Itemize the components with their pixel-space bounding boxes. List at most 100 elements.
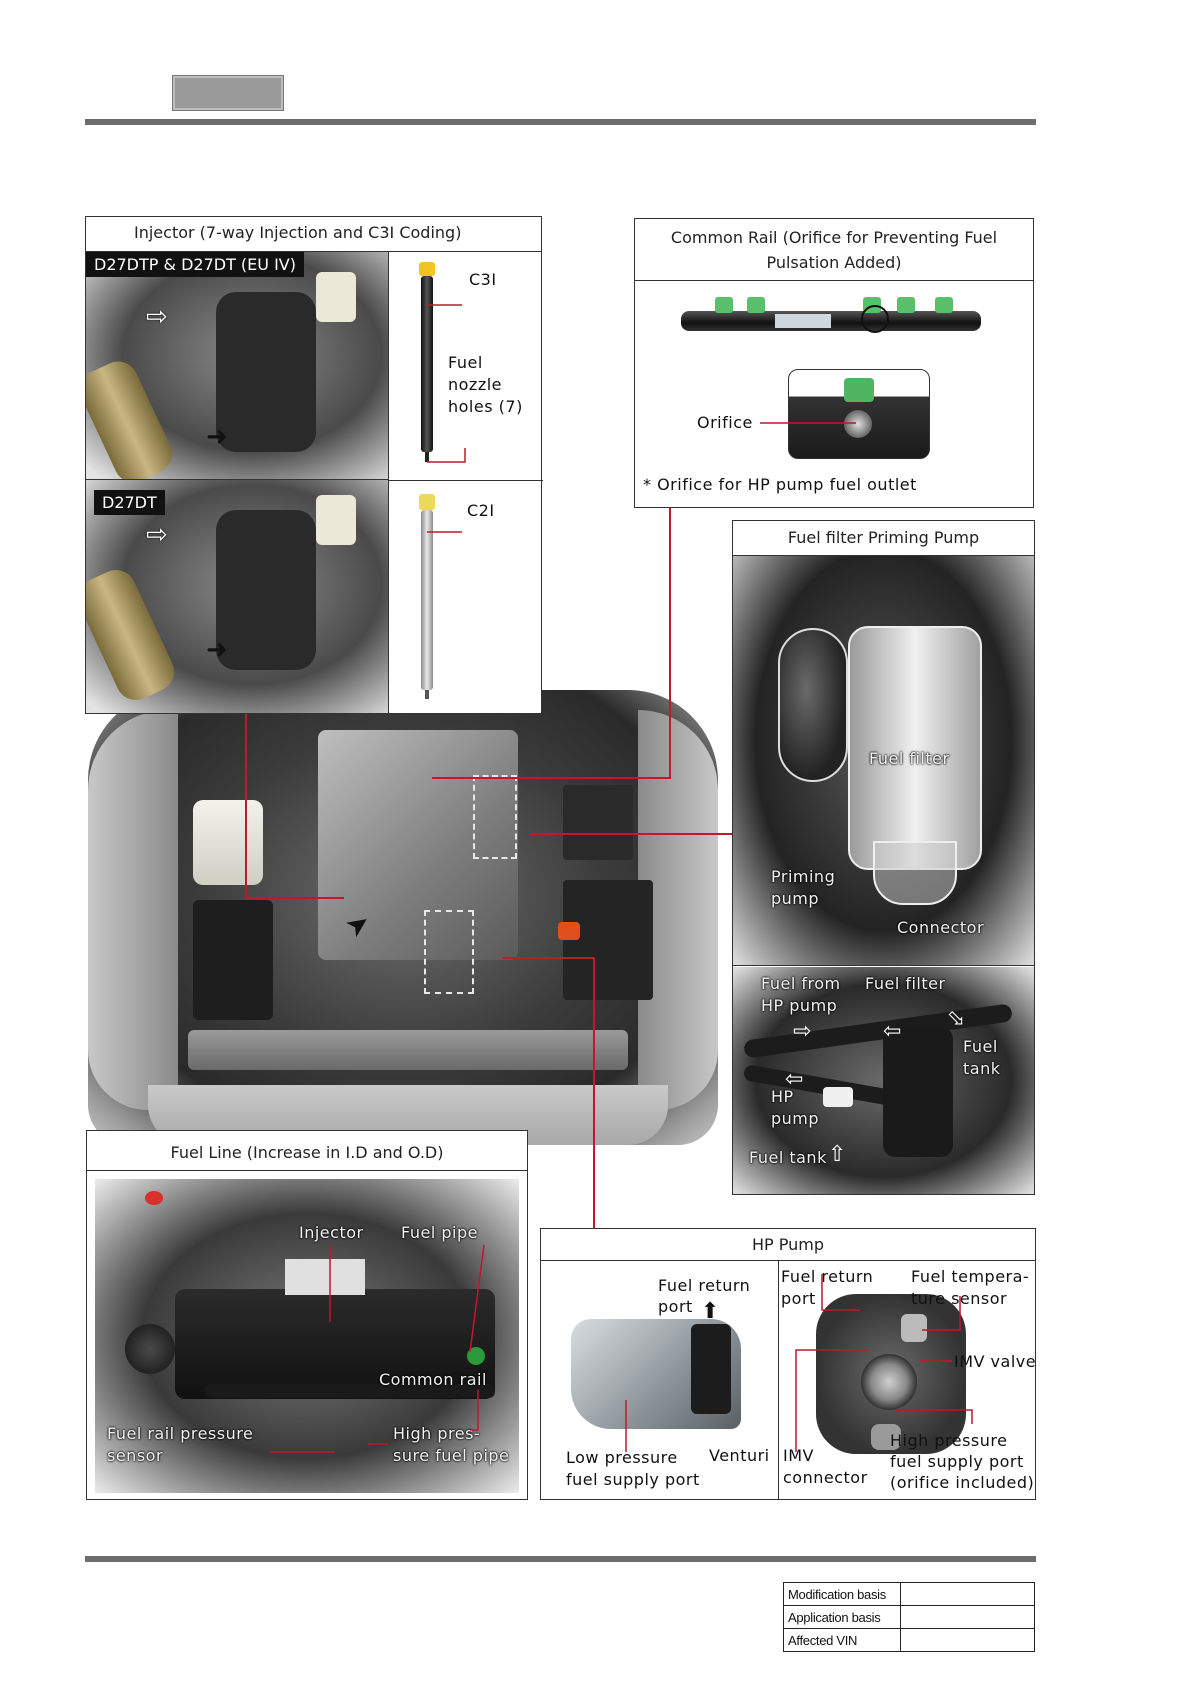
injector-body: [421, 276, 433, 452]
injector-photo-b: ⇨ ➜: [86, 480, 389, 713]
revision-row: Affected VIN: [783, 1628, 1035, 1652]
pipe-a: [86, 354, 179, 479]
hp-pump-highlight: [424, 910, 474, 994]
battery: [563, 880, 653, 1000]
common-rail-panel: Common Rail (Orifice for Preventing Fuel…: [634, 218, 1034, 508]
pipe-b: [86, 563, 181, 707]
zoom-port: [844, 378, 874, 402]
fuel-filter-title: Fuel filter Priming Pump: [733, 521, 1034, 556]
injector-panel-title: Injector (7-way Injection and C3I Coding…: [86, 217, 541, 252]
connector-b: [316, 495, 356, 545]
green-port: [467, 1347, 485, 1365]
priming-label-1: Priming: [771, 867, 836, 886]
revision-table: Modification basis Application basis Aff…: [783, 1582, 1035, 1652]
header-rule: [85, 119, 1036, 125]
rail-port: [897, 297, 915, 313]
injector-cap: [419, 494, 435, 510]
imv-valve-label: IMV valve: [954, 1352, 1037, 1371]
hp-pump-label-1: HP: [771, 1087, 794, 1106]
fuel-line-panel: Fuel Line (Increase in I.D and O.D) Inje…: [86, 1130, 528, 1500]
return-port-b-label-2: port: [781, 1289, 816, 1308]
engine-cover: [175, 1289, 495, 1399]
section-tab: [172, 75, 284, 111]
harness-a: [216, 292, 316, 452]
flow-arrow-icon: ⇨: [793, 1019, 812, 1044]
rail-bar: [205, 1384, 495, 1398]
arrow-up-icon: ⬆: [701, 1299, 720, 1324]
priming-label-2: pump: [771, 889, 820, 908]
dipstick-cap: [145, 1191, 163, 1205]
injector-panel: Injector (7-way Injection and C3I Coding…: [85, 216, 543, 714]
fuel-filter-label: Fuel filter: [869, 749, 950, 768]
revision-value: [900, 1582, 1035, 1606]
fuel-from-label-1: Fuel from: [761, 974, 841, 993]
arrow-right-icon: ⇨: [146, 520, 168, 550]
footer-rule: [85, 1556, 1036, 1562]
hp-pump-divider: [778, 1261, 779, 1499]
low-pressure-label-2: fuel supply port: [566, 1470, 700, 1489]
fuel-hose: [742, 1064, 894, 1106]
flow-arrow-icon: ⇧: [828, 1142, 847, 1167]
common-rail-bar: [681, 311, 981, 331]
nozzle-label-1: Fuel: [448, 353, 483, 372]
return-port-b-label-1: Fuel return: [781, 1267, 874, 1286]
rail-label-plate: [775, 314, 831, 328]
fuel-pipe-label: Fuel pipe: [401, 1223, 478, 1242]
flow-arrow-icon: ⇦: [883, 1019, 902, 1044]
label-plate: [285, 1259, 365, 1295]
revision-value: [900, 1628, 1035, 1652]
rail-sensor-label-1: Fuel rail pressure: [107, 1424, 254, 1443]
hood-left: [88, 710, 178, 1110]
fuel-tank-label-1b: tank: [963, 1059, 1001, 1078]
rail-port: [935, 297, 953, 313]
injector-label: Injector: [299, 1223, 364, 1242]
nozzle-label-3: holes (7): [448, 397, 523, 416]
imv-connector-label-2: connector: [783, 1468, 868, 1487]
injector-cap: [419, 262, 435, 276]
harness-b: [216, 510, 316, 670]
filter-bowl: [873, 841, 957, 905]
radiator-support: [188, 1030, 628, 1070]
high-pressure-label-1: High pressure: [890, 1431, 1008, 1450]
orifice-label: Orifice: [697, 413, 753, 432]
revision-label: Modification basis: [783, 1582, 901, 1606]
hp-port: [871, 1424, 901, 1450]
common-rail-label: Common rail: [379, 1370, 487, 1389]
injector-body: [421, 510, 433, 690]
arrow-right-icon: ➜: [206, 422, 228, 452]
hp-pump-label-2: pump: [771, 1109, 820, 1128]
arrow-right-icon: ⇨: [146, 302, 168, 332]
return-port-label-2: port: [658, 1297, 693, 1316]
high-pressure-label-3: (orifice included): [890, 1473, 1035, 1492]
venturi-label: Venturi: [709, 1446, 770, 1465]
temp-sensor: [901, 1314, 927, 1342]
variant-tag-a: D27DTP & D27DT (EU IV): [86, 252, 304, 277]
battery-terminal: [558, 922, 580, 940]
common-rail-title-line1: Common Rail (Orifice for Preventing Fuel: [670, 228, 998, 247]
high-pressure-label-2: fuel supply port: [890, 1452, 1024, 1471]
pump-housing-dark: [691, 1324, 731, 1414]
variant-tag-b: D27DT: [94, 490, 165, 515]
rail-sensor-label-2: sensor: [107, 1446, 164, 1465]
arrow-right-icon: ➜: [206, 635, 228, 665]
connector-label: Connector: [897, 918, 985, 937]
filter-cap: [823, 1087, 853, 1107]
filter-canister: [848, 626, 982, 870]
injector-tip: [425, 690, 429, 699]
fuel-line-title: Fuel Line (Increase in I.D and O.D): [87, 1131, 527, 1171]
filter-head: [883, 1027, 953, 1157]
orifice-zoom-inset: [788, 369, 930, 459]
orifice-circle: [861, 305, 889, 333]
filter-highlight: [473, 775, 517, 859]
hp-pump-title: HP Pump: [541, 1229, 1035, 1261]
priming-bulb: [778, 628, 848, 782]
fuel-tank-label-2: Fuel tank: [749, 1148, 827, 1167]
nozzle-label-2: nozzle: [448, 375, 503, 394]
c2i-label: C2I: [467, 501, 495, 520]
hp-pipe-label-1: High pres-: [393, 1424, 481, 1443]
temp-sensor-label-1: Fuel tempera-: [911, 1267, 1030, 1286]
injector-c2i: [419, 494, 435, 699]
rail-port: [747, 297, 765, 313]
connector-a: [316, 272, 356, 322]
hp-pipe-label-2: sure fuel pipe: [393, 1446, 510, 1465]
